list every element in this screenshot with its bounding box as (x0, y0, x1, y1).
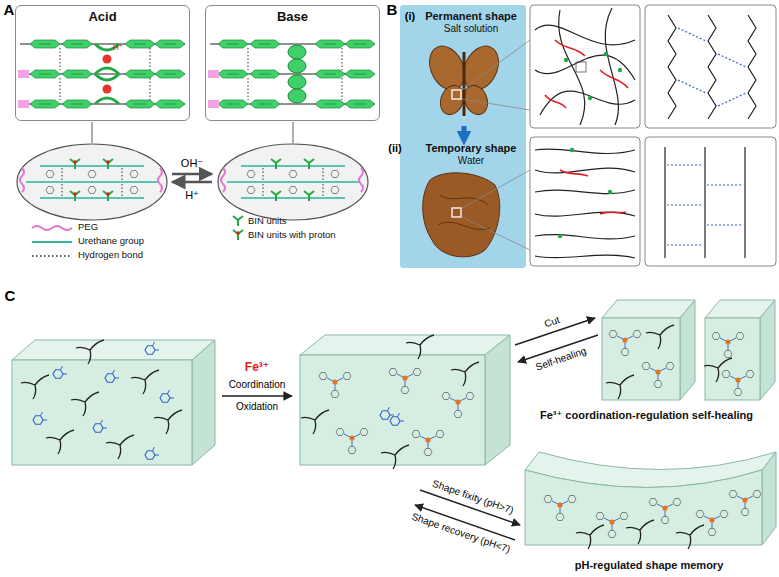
figure-label: Cut (543, 314, 561, 330)
figure-label: (ii) (388, 142, 401, 155)
node-title: Fe³⁺ coordination-regulation self-healin… (517, 409, 776, 422)
figure-label: Shape fixity (pH>7) (431, 478, 515, 517)
figure-label: H⁺ (185, 189, 199, 202)
legend-text: BIN units with proton (248, 230, 336, 241)
legend-text: BIN units (248, 216, 287, 227)
shape-panel: Temporary shapeWater (403, 140, 525, 266)
result-group: pH-regulated shape memory (520, 430, 778, 575)
node-subtitle: Water (419, 155, 523, 167)
node-title: Permanent shape (419, 10, 523, 23)
figure-label: Oxidation (236, 401, 278, 413)
node-title: Temporary shape (419, 142, 523, 155)
node-title: Acid (16, 9, 189, 25)
state-box: Acid (15, 5, 190, 121)
node-subtitle: Salt solution (419, 23, 523, 35)
node-title: Base (206, 9, 379, 25)
figure-label: Self-healing (534, 345, 588, 373)
figure-label: Fe³⁺ (245, 361, 269, 375)
figure-label: H⁺ (113, 43, 123, 52)
figure-label: (i) (405, 10, 415, 23)
figure-label: OH⁻ (181, 157, 203, 170)
legend-text: PEG (78, 222, 98, 233)
shape-panel: Permanent shapeSalt solution (403, 8, 525, 128)
legend-text: Hydrogen bond (78, 250, 143, 261)
figure-label: C (5, 287, 16, 304)
transition-arrow (462, 126, 467, 141)
figure-label: A (4, 1, 15, 18)
legend-text: Urethane group (78, 236, 144, 247)
figure-label: Coordination (229, 379, 286, 391)
figure-label: B (387, 1, 398, 18)
state-box: Base (205, 5, 380, 121)
node-title: pH-regulated shape memory (522, 559, 776, 572)
